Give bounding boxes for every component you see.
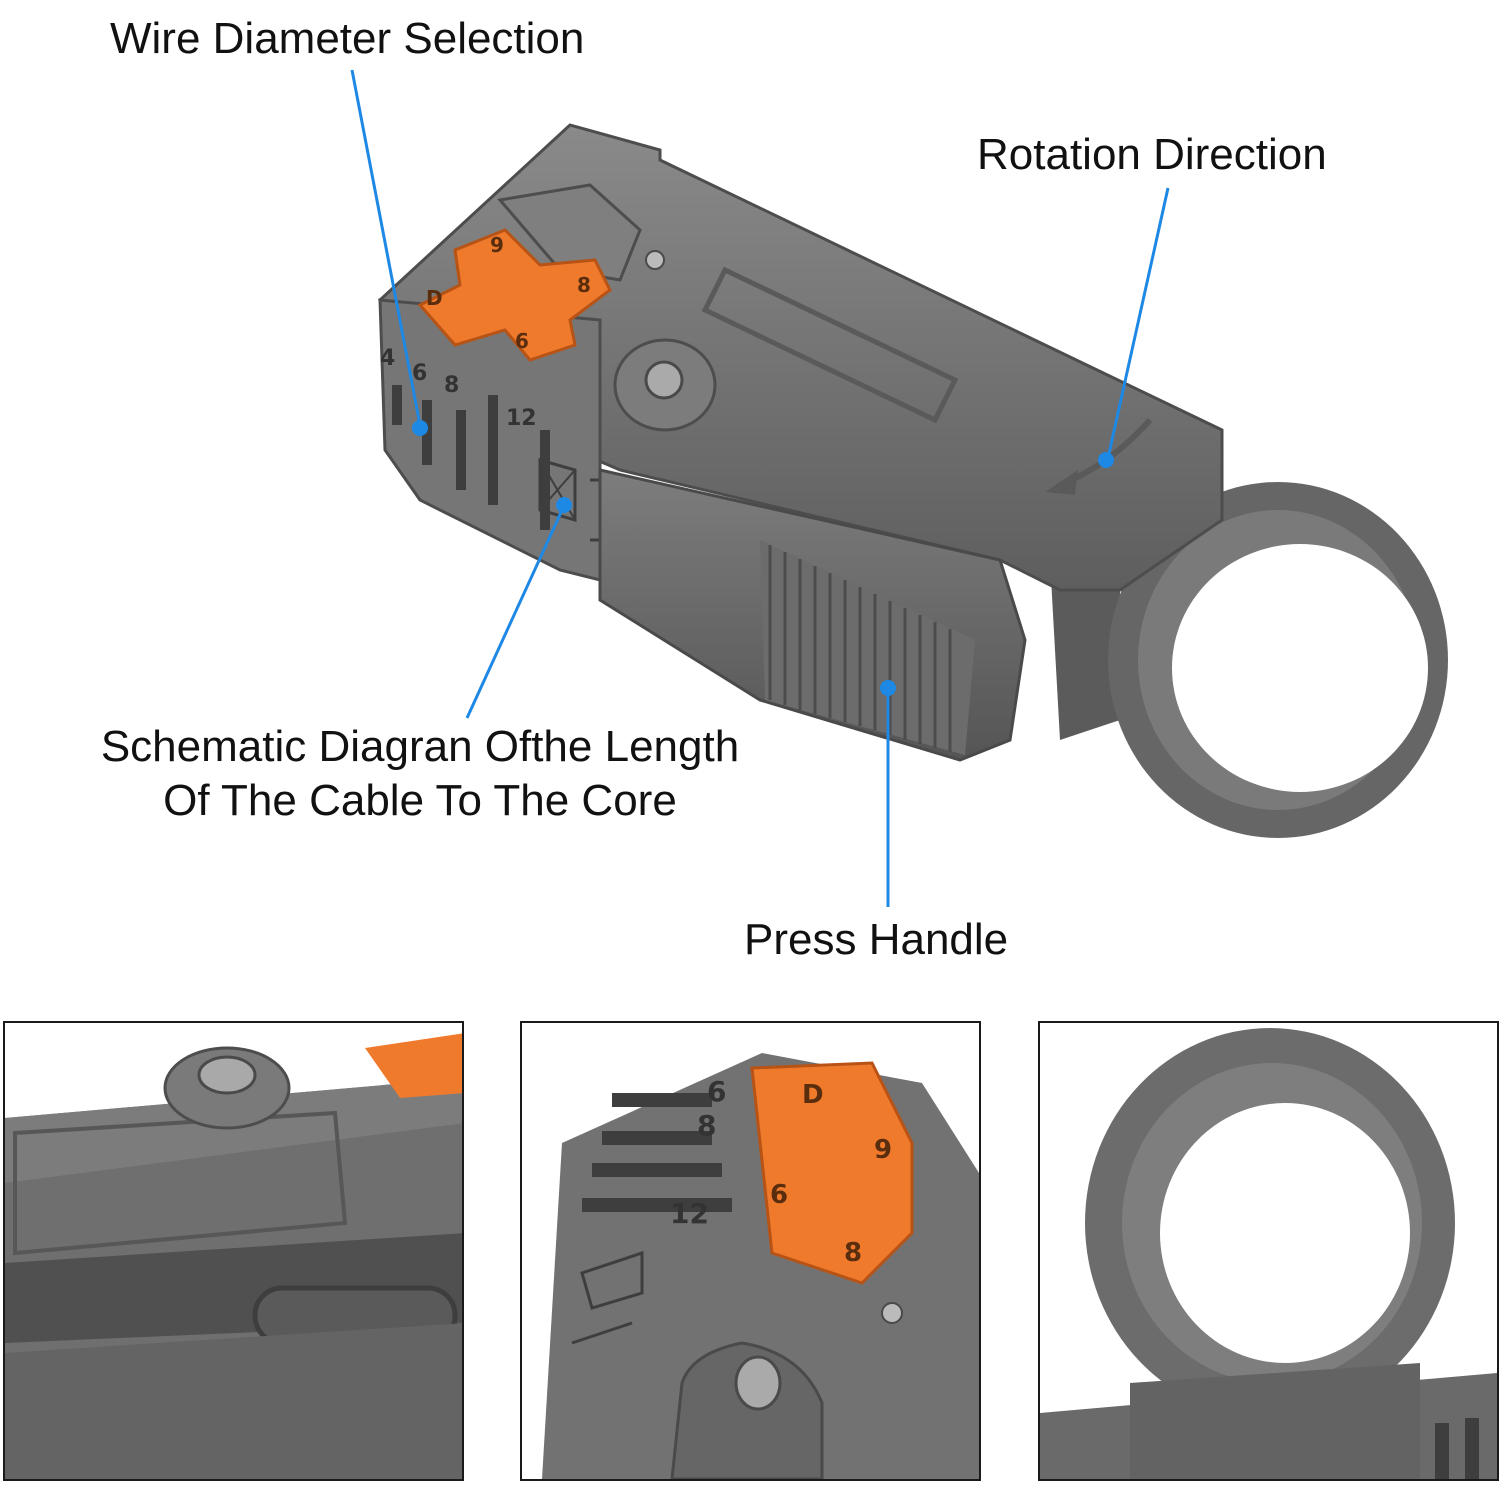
press-handle-label: Press Handle <box>744 915 1009 964</box>
detail-scale-mark-8: 8 <box>697 1109 716 1142</box>
ring-part <box>1050 482 1448 838</box>
detail-blade-mark-9: 9 <box>874 1135 892 1165</box>
detail-panel-ring <box>1038 1021 1499 1481</box>
schematic-label: Schematic Diagran Ofthe Length Of The Ca… <box>66 720 774 828</box>
rotation-leader <box>1106 187 1170 459</box>
blade-mark-d: D <box>426 286 443 310</box>
detail-blade-mark-d: D <box>802 1080 824 1110</box>
ring-detail-illustration <box>1040 1023 1497 1479</box>
detail-blade-mark-8: 8 <box>844 1238 862 1268</box>
cable-stripper-illustration: 9 8 6 D 4 6 8 12 <box>350 69 1448 907</box>
blade-mark-6: 6 <box>515 329 529 353</box>
blade-detail-illustration: D 9 6 8 6 8 12 <box>522 1023 979 1479</box>
detail-blade-mark-6: 6 <box>770 1180 788 1210</box>
press-handle-dot <box>880 680 896 696</box>
wire-diameter-leader <box>350 69 422 426</box>
side-detail-illustration <box>5 1023 462 1479</box>
blade-mark-8: 8 <box>577 273 591 297</box>
scale-mark-8: 8 <box>444 373 459 398</box>
scale-mark-6: 6 <box>412 361 427 386</box>
rotation-dot <box>1098 452 1114 468</box>
scale-mark-4: 4 <box>380 346 395 371</box>
schematic-label-line2: Of The Cable To The Core <box>163 776 677 825</box>
wire-diameter-label: Wire Diameter Selection <box>110 14 585 63</box>
leader-lines <box>350 69 1170 907</box>
schematic-label-line1: Schematic Diagran Ofthe Length <box>100 722 740 771</box>
press-handle <box>598 468 1027 762</box>
scale-mark-12: 12 <box>506 406 537 431</box>
detail-scale-mark-6: 6 <box>707 1075 726 1108</box>
detail-scale-mark-12: 12 <box>670 1197 709 1230</box>
schematic-leader <box>465 507 565 719</box>
blade-mark-9: 9 <box>490 233 504 257</box>
rotation-direction-label: Rotation Direction <box>977 130 1327 179</box>
wire-diameter-dot <box>412 420 428 436</box>
detail-panel-blade: D 9 6 8 6 8 12 <box>520 1021 981 1481</box>
blade-selector: 9 8 6 D <box>417 228 612 362</box>
schematic-dot <box>556 497 572 513</box>
detail-panel-side <box>3 1021 464 1481</box>
